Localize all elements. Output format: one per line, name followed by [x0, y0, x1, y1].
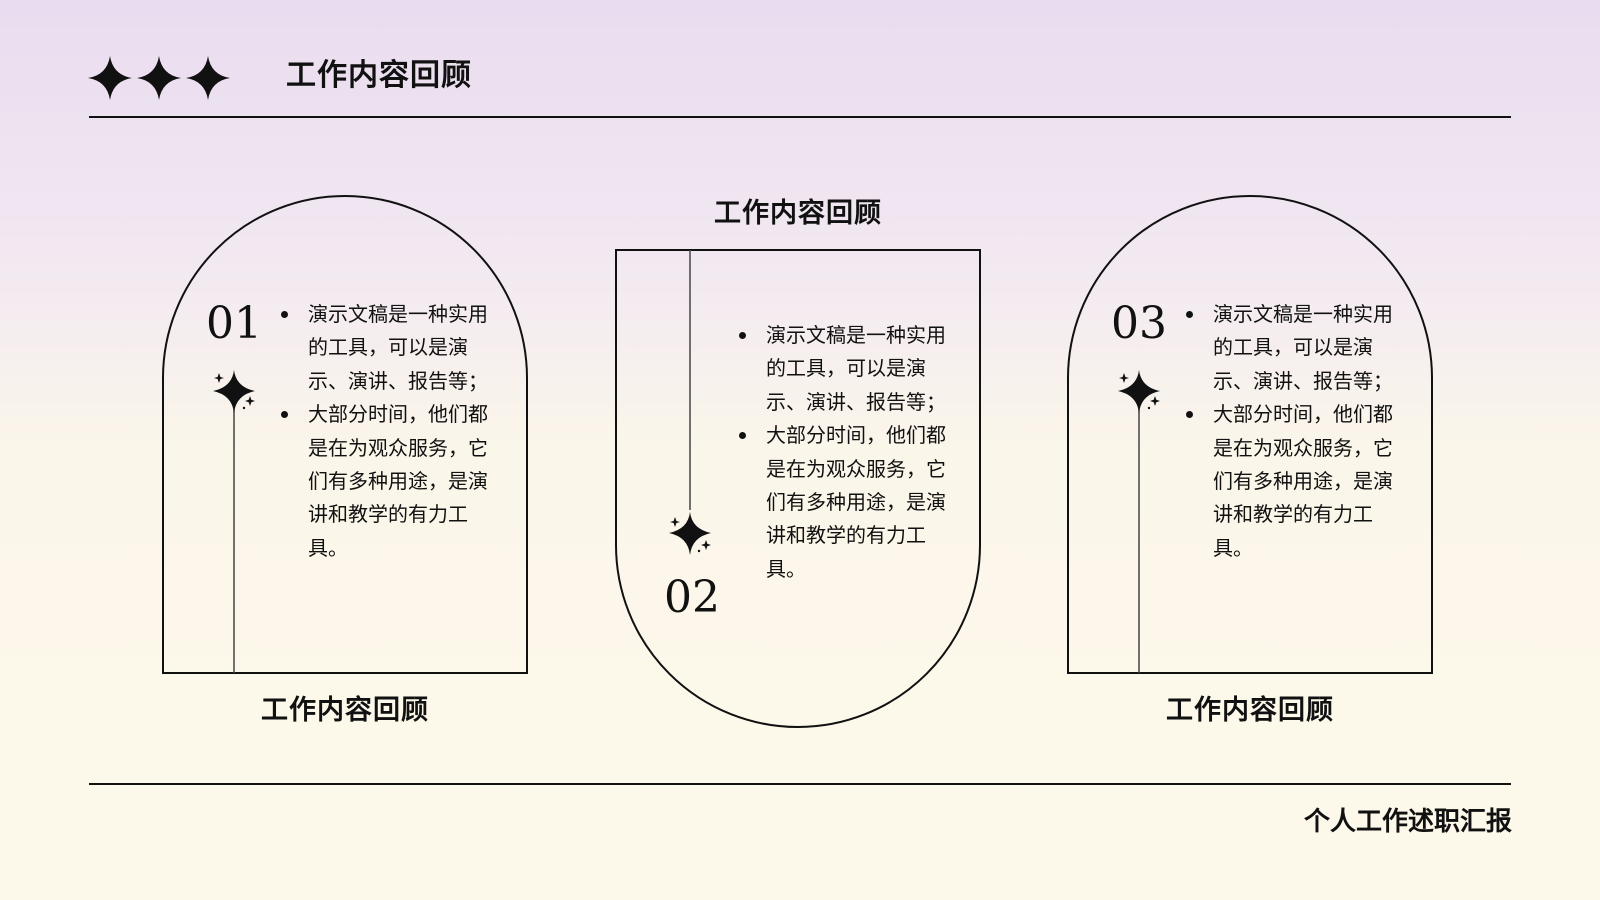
- card-1-number: 01: [206, 298, 262, 349]
- four-point-star-icon: [186, 56, 230, 100]
- list-item: 演示文稿是一种实用的工具，可以是演示、演讲、报告等；: [1183, 298, 1403, 398]
- card-3-bullet-list: 演示文稿是一种实用的工具，可以是演示、演讲、报告等； 大部分时间，他们都是在为观…: [1183, 298, 1403, 565]
- card-2-caption: 工作内容回顾: [714, 198, 882, 229]
- footer-title: 个人工作述职汇报: [1303, 807, 1512, 837]
- list-item: 演示文稿是一种实用的工具，可以是演示、演讲、报告等；: [736, 319, 956, 419]
- card-1-sparkle-icon: [213, 370, 255, 413]
- card-2-bullet-list: 演示文稿是一种实用的工具，可以是演示、演讲、报告等； 大部分时间，他们都是在为观…: [736, 319, 956, 586]
- card-1-bullet-list: 演示文稿是一种实用的工具，可以是演示、演讲、报告等； 大部分时间，他们都是在为观…: [278, 298, 498, 565]
- list-item: 演示文稿是一种实用的工具，可以是演示、演讲、报告等；: [278, 298, 498, 398]
- four-point-star-icon: [137, 56, 181, 100]
- page-title: 工作内容回顾: [286, 58, 472, 93]
- list-item: 大部分时间，他们都是在为观众服务，它们有多种用途，是演讲和教学的有力工具。: [278, 398, 498, 565]
- footer-divider: [89, 783, 1511, 785]
- card-3-number: 03: [1111, 298, 1167, 349]
- card-2-number: 02: [664, 572, 720, 623]
- card-2-sparkle-icon: [669, 512, 711, 555]
- card-3-caption: 工作内容回顾: [1166, 695, 1334, 726]
- four-point-star-icon: [88, 56, 132, 100]
- header-stars-decoration: [88, 56, 230, 100]
- list-item: 大部分时间，他们都是在为观众服务，它们有多种用途，是演讲和教学的有力工具。: [1183, 398, 1403, 565]
- header-divider: [89, 116, 1511, 118]
- card-3-sparkle-icon: [1118, 370, 1160, 413]
- list-item: 大部分时间，他们都是在为观众服务，它们有多种用途，是演讲和教学的有力工具。: [736, 419, 956, 586]
- card-1-caption: 工作内容回顾: [261, 695, 429, 726]
